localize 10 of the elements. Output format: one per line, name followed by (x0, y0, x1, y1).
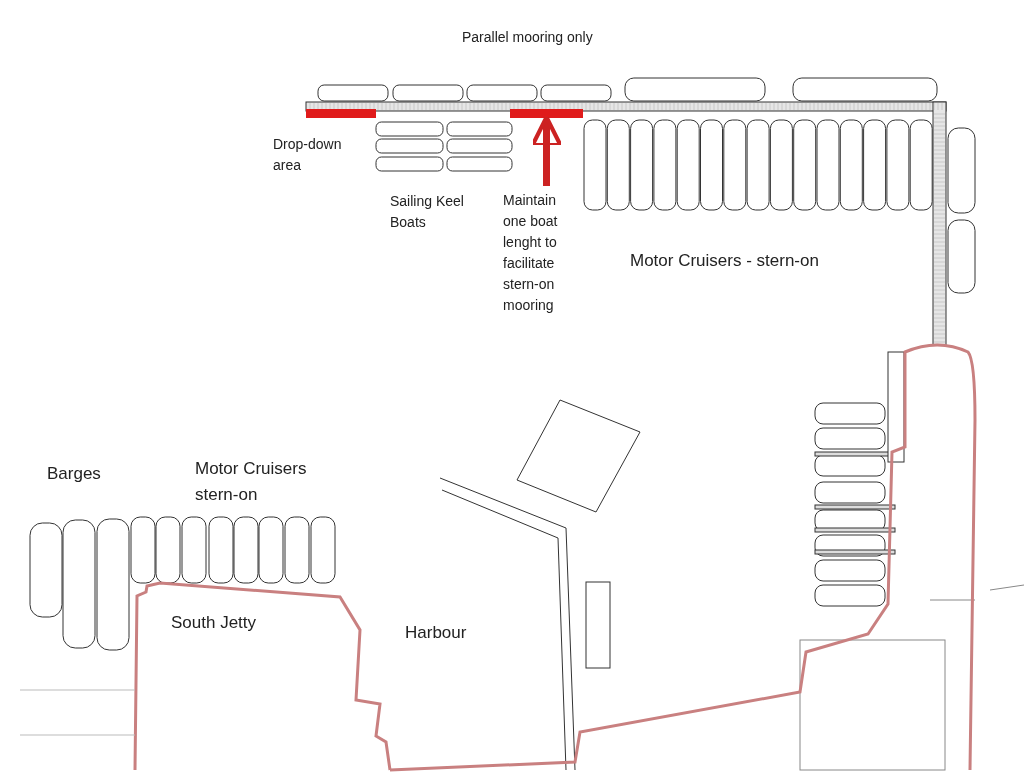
map-label: Parallel mooring only (462, 28, 593, 47)
map-label: Drop-down area (273, 135, 343, 175)
map-label: Harbour (405, 622, 467, 644)
map-label: Motor Cruisers stern-on (195, 458, 308, 506)
map-label: Barges (47, 463, 101, 485)
marked-mooring-bar (510, 109, 583, 118)
note-text: Maintain one boat lenght to facilitate stern-on mooring (503, 190, 578, 316)
map-label: Motor Cruisers - stern-on (630, 250, 819, 271)
map-label: Sailing Keel Boats (390, 192, 465, 232)
map-label: South Jetty (171, 612, 257, 634)
